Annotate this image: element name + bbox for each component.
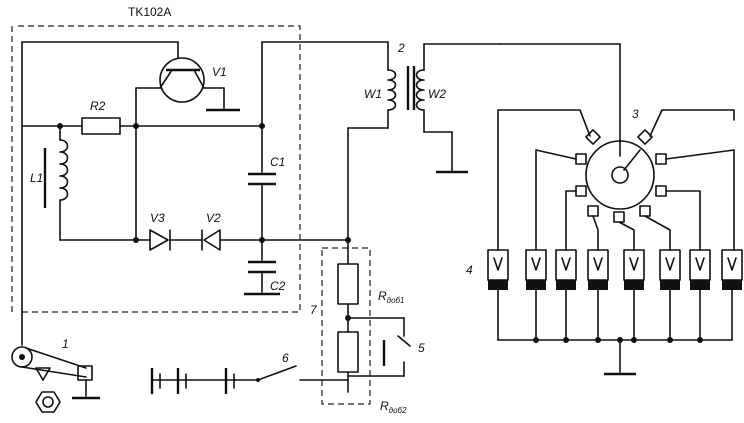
ballast-resistor-block: 7 5 Rдоб1 Rдоб2 [310, 239, 425, 415]
w1-label: W1 [364, 87, 382, 101]
r2-label: R2 [90, 99, 106, 113]
callout-4: 4 [466, 263, 473, 277]
tk102a-block: TK102A [11, 5, 301, 313]
rdob2-label: Rдоб2 [380, 399, 407, 415]
breaker-contact: 1 [11, 337, 100, 413]
rdob1-label: Rдоб1 [378, 289, 405, 305]
transistor-v1 [159, 57, 205, 103]
callout-2: 2 [397, 41, 405, 55]
battery-and-switch: 6 [150, 351, 349, 394]
control-wiring: V1 R2 L1 V3 V2 C1 C2 [21, 41, 351, 346]
resistor-rdob2 [337, 331, 359, 373]
ignition-coil: W1 W2 2 [261, 41, 621, 241]
callout-7: 7 [310, 303, 318, 317]
block-title: TK102A [128, 5, 171, 19]
diode-v3 [149, 229, 169, 251]
spark-plugs: 4 [466, 249, 743, 376]
callout-3: 3 [632, 107, 639, 121]
c2-label: C2 [270, 279, 286, 293]
resistor-rdob1 [337, 263, 359, 305]
callout-6: 6 [282, 351, 289, 365]
v1-label: V1 [212, 65, 227, 79]
c1-label: C1 [270, 155, 285, 169]
resistor-r2 [81, 117, 121, 135]
spark-plug-wires [497, 109, 735, 251]
v2-label: V2 [206, 211, 221, 225]
v3-label: V3 [150, 211, 165, 225]
diode-v2 [203, 229, 221, 251]
l1-label: L1 [30, 171, 43, 185]
callout-5: 5 [418, 341, 425, 355]
w2-label: W2 [428, 87, 446, 101]
distributor: 3 [575, 107, 667, 223]
coil-l1 [59, 139, 69, 201]
callout-1: 1 [62, 337, 69, 351]
